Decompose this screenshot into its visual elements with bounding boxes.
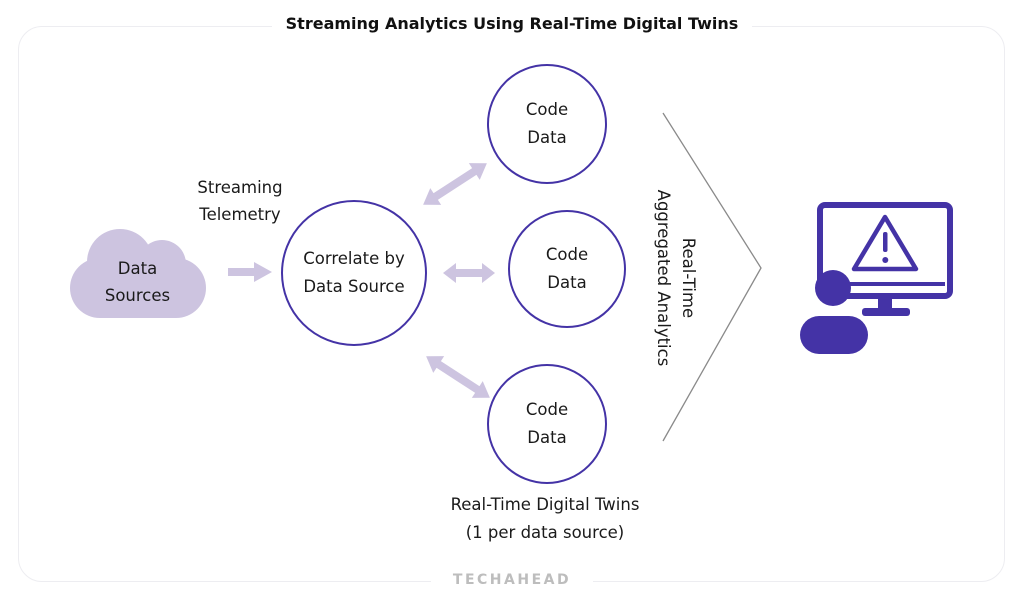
double-arrow-top (423, 163, 487, 205)
double-arrow-middle (443, 263, 495, 283)
correlate-node: Correlate by Data Source (281, 200, 427, 346)
digital-twin-node: Code Data (508, 210, 626, 328)
digital-twin-node: Code Data (487, 64, 607, 184)
user-icon (800, 270, 868, 354)
cloud-icon (70, 229, 206, 318)
diagram-title: Streaming Analytics Using Real-Time Digi… (0, 14, 1024, 33)
monitor-alert-icon (817, 202, 953, 316)
brand-logo: TECHAHEAD (0, 572, 1024, 588)
streaming-telemetry-label: Streaming Telemetry (197, 178, 283, 224)
digital-twins-caption: Real-Time Digital Twins (1 per data sour… (450, 495, 640, 542)
data-sources-label: Data Sources (104, 259, 171, 305)
double-arrow-bottom (426, 356, 490, 398)
analytics-label: Real-Time Aggregated Analytics (654, 189, 698, 367)
digital-twin-node: Code Data (487, 364, 607, 484)
aggregation-chevron (662, 112, 762, 442)
stream-arrow (228, 262, 272, 282)
